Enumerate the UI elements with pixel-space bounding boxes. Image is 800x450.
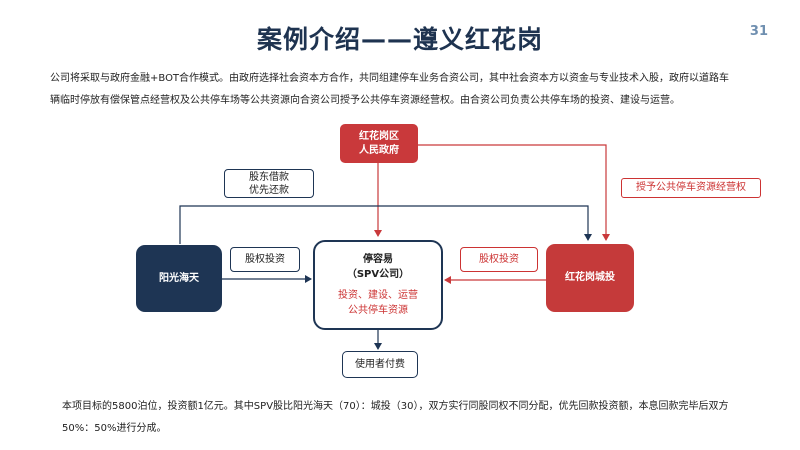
spv-role: 投资、建设、运营 公共停车资源 xyxy=(338,288,418,318)
chengtou-box: 红花岗城投 xyxy=(546,244,634,312)
page-title: 案例介绍——遵义红花岗 xyxy=(256,25,543,54)
user-fee-box: 使用者付费 xyxy=(342,351,418,378)
chengtou-label: 红花岗城投 xyxy=(565,272,615,283)
spv-role-line-1: 投资、建设、运营 xyxy=(338,290,418,301)
spv-role-line-2: 公共停车资源 xyxy=(348,305,408,316)
user-fee-label: 使用者付费 xyxy=(355,358,405,370)
grant-label-box: 授予公共停车资源经营权 xyxy=(621,178,761,198)
footer-paragraph: 本项目标的5800泊位，投资额1亿元。其中SPV股比阳光海天（70）：城投（30… xyxy=(62,396,772,440)
spv-box: 停容易 （SPV公司） 投资、建设、运营 公共停车资源 xyxy=(313,240,443,330)
equity-right-label: 股权投资 xyxy=(479,253,519,265)
equity-left-box: 股权投资 xyxy=(230,247,300,272)
loan-line-2: 优先还款 xyxy=(249,184,289,196)
grant-label: 授予公共停车资源经营权 xyxy=(636,182,746,193)
spv-type: （SPV公司） xyxy=(346,269,410,280)
loan-label-box: 股东借款 优先还款 xyxy=(224,169,314,198)
loan-line-1: 股东借款 xyxy=(249,171,289,183)
loan-arrow xyxy=(179,205,592,244)
spv-name: 停容易 xyxy=(363,254,393,265)
gov-box: 红花岗区 人民政府 xyxy=(340,124,418,163)
yangguang-box: 阳光海天 xyxy=(136,245,222,312)
footer-line-1: 本项目标的5800泊位，投资额1亿元。其中SPV股比阳光海天（70）：城投（30… xyxy=(62,401,729,412)
page-number: 31 xyxy=(749,24,768,39)
footer-line-2: 50%：50%进行分成。 xyxy=(62,423,167,434)
equity-right-box: 股权投资 xyxy=(460,247,538,272)
gov-line-2: 人民政府 xyxy=(359,144,399,156)
intro-line-1: 公司将采取与政府金融+BOT合作模式。由政府选择社会资本方合作，共同组建停车业务… xyxy=(50,73,730,84)
gov-line-1: 红花岗区 xyxy=(359,130,399,142)
intro-line-2: 辆临时停放有偿保管点经营权及公共停车场等公共资源向合资公司授予公共停车资源经营权… xyxy=(50,95,680,106)
equity-left-label: 股权投资 xyxy=(245,253,285,265)
gov-to-chengtou-arrow xyxy=(418,144,610,241)
yangguang-label: 阳光海天 xyxy=(159,272,199,284)
intro-paragraph: 公司将采取与政府金融+BOT合作模式。由政府选择社会资本方合作，共同组建停车业务… xyxy=(50,68,770,112)
